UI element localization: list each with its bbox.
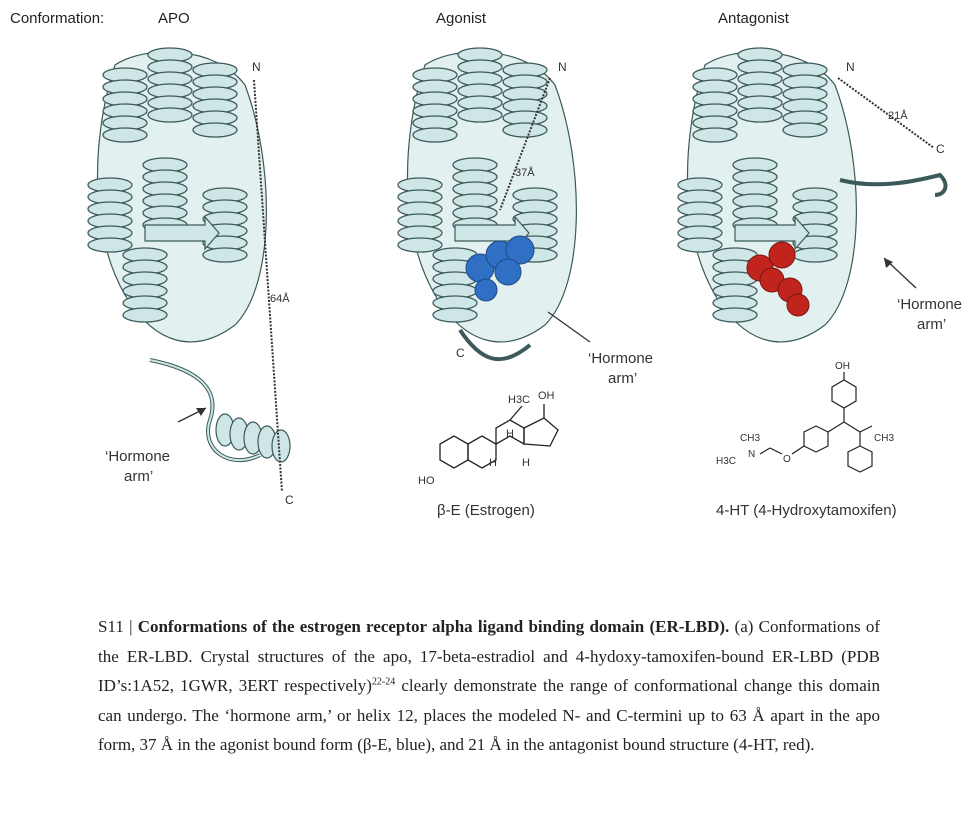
panel-title-apo: APO: [158, 10, 190, 27]
tamoxifen-ligand: [746, 241, 810, 317]
antagonist-arm-label-line1: ‘Hormone: [897, 296, 962, 313]
estradiol-atom-h3: H: [522, 457, 530, 469]
estradiol-atom-h3c: H3C: [508, 394, 530, 406]
tamoxifen-atom-n: N: [748, 449, 755, 460]
caption-text-2: clearly demonstrate the range of conform…: [98, 676, 880, 754]
apo-c-label: C: [285, 493, 294, 507]
agonist-distance-line: [499, 77, 551, 211]
figure-canvas: N C 64Å ‘Hormone arm’ N C 37Å ‘Hormone a…: [0, 0, 962, 519]
caption-separator: |: [129, 617, 133, 636]
estrogen-ligand: [465, 235, 535, 302]
tamoxifen-name: 4-HT (4-Hydroxytamoxifen): [716, 502, 897, 519]
agonist-arm-label-line2: arm’: [608, 370, 637, 387]
caption-text-1: Conformations of the ER-LBD. Crystal str…: [98, 617, 881, 695]
agonist-c-label: C: [456, 346, 465, 360]
agonist-arm-label-line1: ‘Hormone: [588, 350, 653, 367]
tamoxifen-atom-ch3-top: CH3: [740, 433, 760, 444]
estradiol-atom-h2: H: [489, 457, 497, 469]
estradiol-atom-h1: H: [506, 428, 514, 440]
figure-caption: S11 | Conformations of the estrogen rece…: [98, 612, 880, 760]
antagonist-structure: [678, 48, 948, 342]
estradiol-atom-oh: OH: [538, 390, 555, 402]
panel-title-agonist: Agonist: [436, 10, 487, 27]
estradiol-name: β-E (Estrogen): [437, 502, 535, 519]
apo-arm-label-line1: ‘Hormone: [105, 448, 170, 465]
apo-distance-label: 64Å: [270, 292, 290, 305]
tamoxifen-atom-h3c: H3C: [716, 456, 736, 467]
apo-structure: [88, 48, 291, 493]
agonist-distance-label: 37Å: [515, 166, 535, 179]
caption-label: S11: [98, 617, 124, 636]
tamoxifen-atom-o: O: [783, 454, 791, 465]
tamoxifen-atom-ch3-right: CH3: [874, 433, 894, 444]
estradiol-atom-ho: HO: [418, 475, 435, 487]
caption-title: Conformations of the estrogen receptor a…: [137, 617, 730, 636]
apo-n-label: N: [252, 60, 261, 74]
caption-refs: 22-24: [371, 676, 396, 688]
antagonist-distance-label: 21Å: [888, 109, 908, 122]
agonist-n-label: N: [558, 60, 567, 74]
antagonist-arm-label-line2: arm’: [917, 316, 946, 333]
caption-part: (a): [734, 617, 754, 636]
antagonist-n-label: N: [846, 60, 855, 74]
hydroxytamoxifen-structure: [759, 372, 873, 473]
estradiol-structure: [439, 404, 559, 469]
conformation-label: Conformation:: [10, 10, 105, 27]
antagonist-c-label: C: [936, 142, 945, 156]
agonist-structure: [398, 48, 591, 362]
apo-distance-line: [253, 79, 283, 493]
tamoxifen-atom-oh: OH: [835, 361, 850, 372]
panel-title-antagonist: Antagonist: [718, 10, 789, 27]
antagonist-distance-line: [837, 77, 935, 149]
agonist-arm-arrow: [547, 311, 591, 343]
apo-arm-label-line2: arm’: [124, 468, 153, 485]
